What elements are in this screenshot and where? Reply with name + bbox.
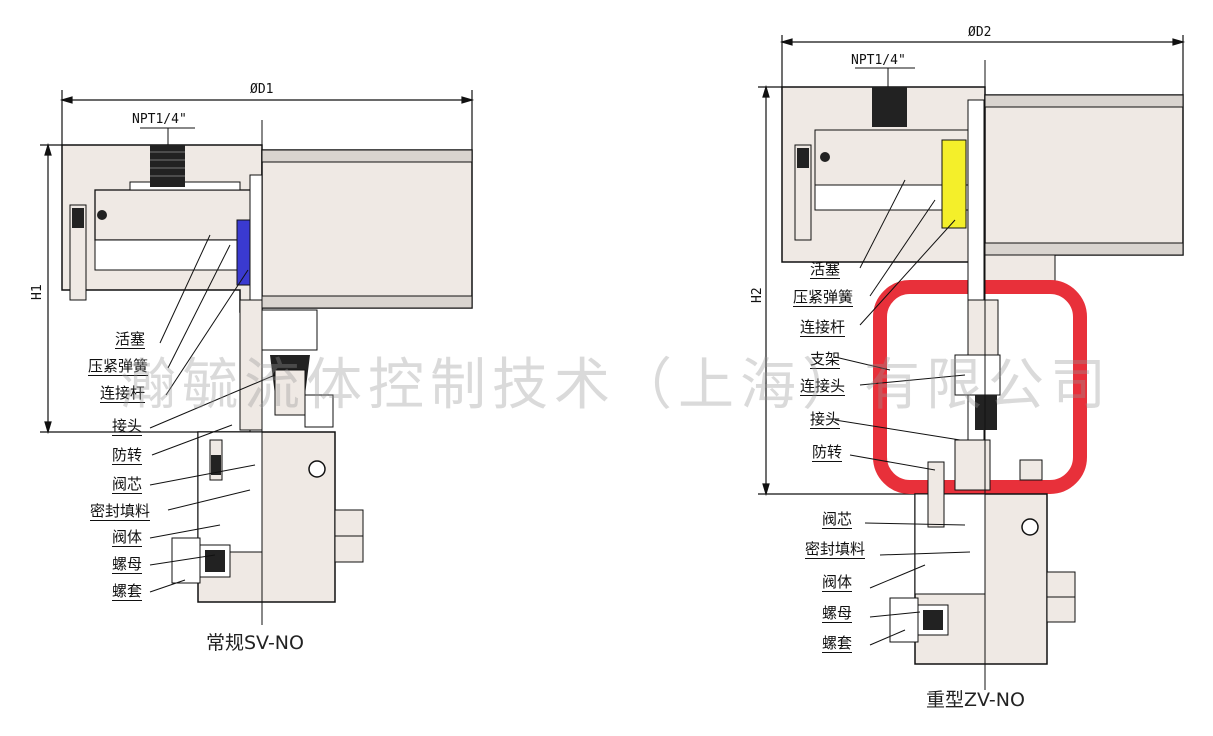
left-height-dim: H1: [30, 284, 45, 300]
right-label-piston: 活塞: [810, 260, 841, 279]
right-label-joint: 接头: [810, 410, 841, 429]
right-label-packing: 密封填料: [805, 540, 866, 559]
left-label-antirotation: 防转: [112, 446, 143, 465]
right-label-rod: 连接杆: [800, 318, 846, 337]
left-label-nut: 螺母: [112, 555, 143, 574]
right-label-connector: 连接头: [800, 377, 846, 396]
left-label-joint: 接头: [112, 417, 143, 436]
left-diameter-dim: ØD1: [250, 82, 274, 97]
left-label-sleeve: 螺套: [112, 582, 143, 601]
right-label-antirotation: 防转: [812, 443, 843, 462]
right-caption: 重型ZV-NO: [926, 689, 1025, 711]
right-label-body: 阀体: [822, 573, 853, 592]
left-caption: 常规SV-NO: [206, 632, 304, 654]
left-label-spring: 压紧弹簧: [88, 357, 149, 376]
right-label-nut: 螺母: [822, 604, 853, 623]
right-port-dim: NPT1/4": [851, 53, 906, 68]
left-label-core: 阀芯: [112, 475, 143, 494]
left-label-piston: 活塞: [115, 330, 146, 349]
left-label-rod: 连接杆: [100, 384, 146, 403]
right-label-bracket: 支架: [810, 350, 841, 369]
right-label-sleeve: 螺套: [822, 634, 853, 653]
left-label-packing: 密封填料: [90, 502, 151, 521]
left-port-dim: NPT1/4": [132, 112, 187, 127]
right-label-spring: 压紧弹簧: [793, 288, 854, 307]
right-label-core: 阀芯: [822, 510, 853, 529]
right-height-dim: H2: [750, 287, 765, 303]
left-label-body: 阀体: [112, 528, 143, 547]
right-diameter-dim: ØD2: [968, 25, 992, 40]
